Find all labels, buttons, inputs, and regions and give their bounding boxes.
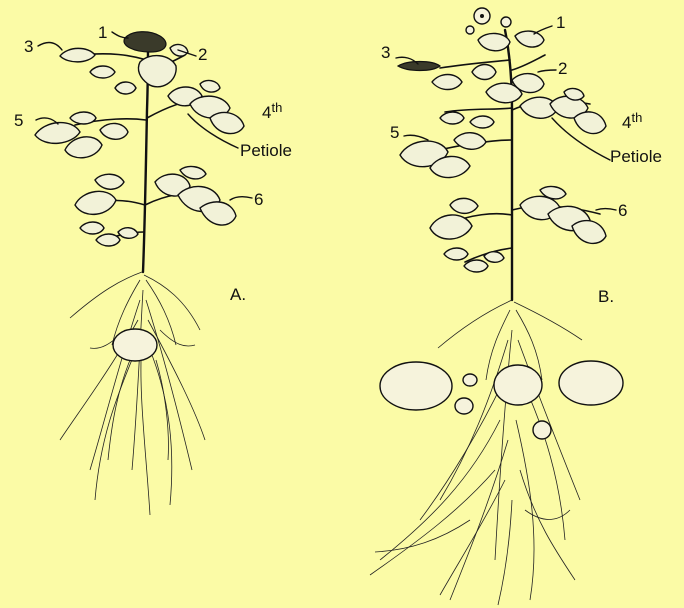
plant-b-roots (370, 300, 582, 605)
plant-a-leaf-4 (168, 81, 244, 134)
plant-b-label-1: 1 (556, 13, 565, 32)
plant-b-label-2: 2 (558, 59, 567, 78)
plant-b-tuber-left (380, 362, 452, 410)
plant-b-seed-piece (494, 365, 542, 405)
plant-b: 3 1 2 5 4th Petiole 6 B. (370, 8, 662, 605)
plant-a-label-6: 6 (254, 190, 263, 209)
plant-b-label-4: 4th (622, 110, 642, 132)
plant-b-tuber-small-1 (455, 398, 473, 414)
plant-b-tuber-small-3 (463, 374, 477, 386)
plant-b-stem (505, 30, 512, 300)
plant-a: 3 1 2 5 4th Petiole 6 A. (14, 23, 292, 515)
panel-a-label: A. (230, 285, 246, 304)
plant-a-label-3: 3 (24, 37, 33, 56)
plant-b-petiole-label: Petiole (610, 147, 662, 166)
plant-a-roots (60, 272, 205, 515)
plant-a-label-4: 4th (262, 100, 282, 122)
plant-a-top-leaves (60, 32, 188, 94)
plant-b-label-3: 3 (381, 43, 390, 62)
plant-b-tuber-small-2 (533, 421, 551, 439)
plant-b-leaf-4 (520, 89, 606, 134)
plant-b-label-6: 6 (618, 201, 627, 220)
plant-b-tuber-right (559, 361, 623, 405)
plant-a-label-5: 5 (14, 111, 23, 130)
plant-a-label-2: 2 (198, 45, 207, 64)
plant-a-leaf-6 (75, 167, 236, 246)
plant-b-label-5: 5 (390, 123, 399, 142)
plant-a-label-1: 1 (98, 23, 107, 42)
plant-a-petiole-label: Petiole (240, 141, 292, 160)
plant-a-seed-piece (113, 329, 157, 361)
plant-b-leaf-6 (430, 187, 606, 272)
panel-b-label: B. (598, 287, 614, 306)
plant-b-leaf-5 (400, 112, 494, 178)
